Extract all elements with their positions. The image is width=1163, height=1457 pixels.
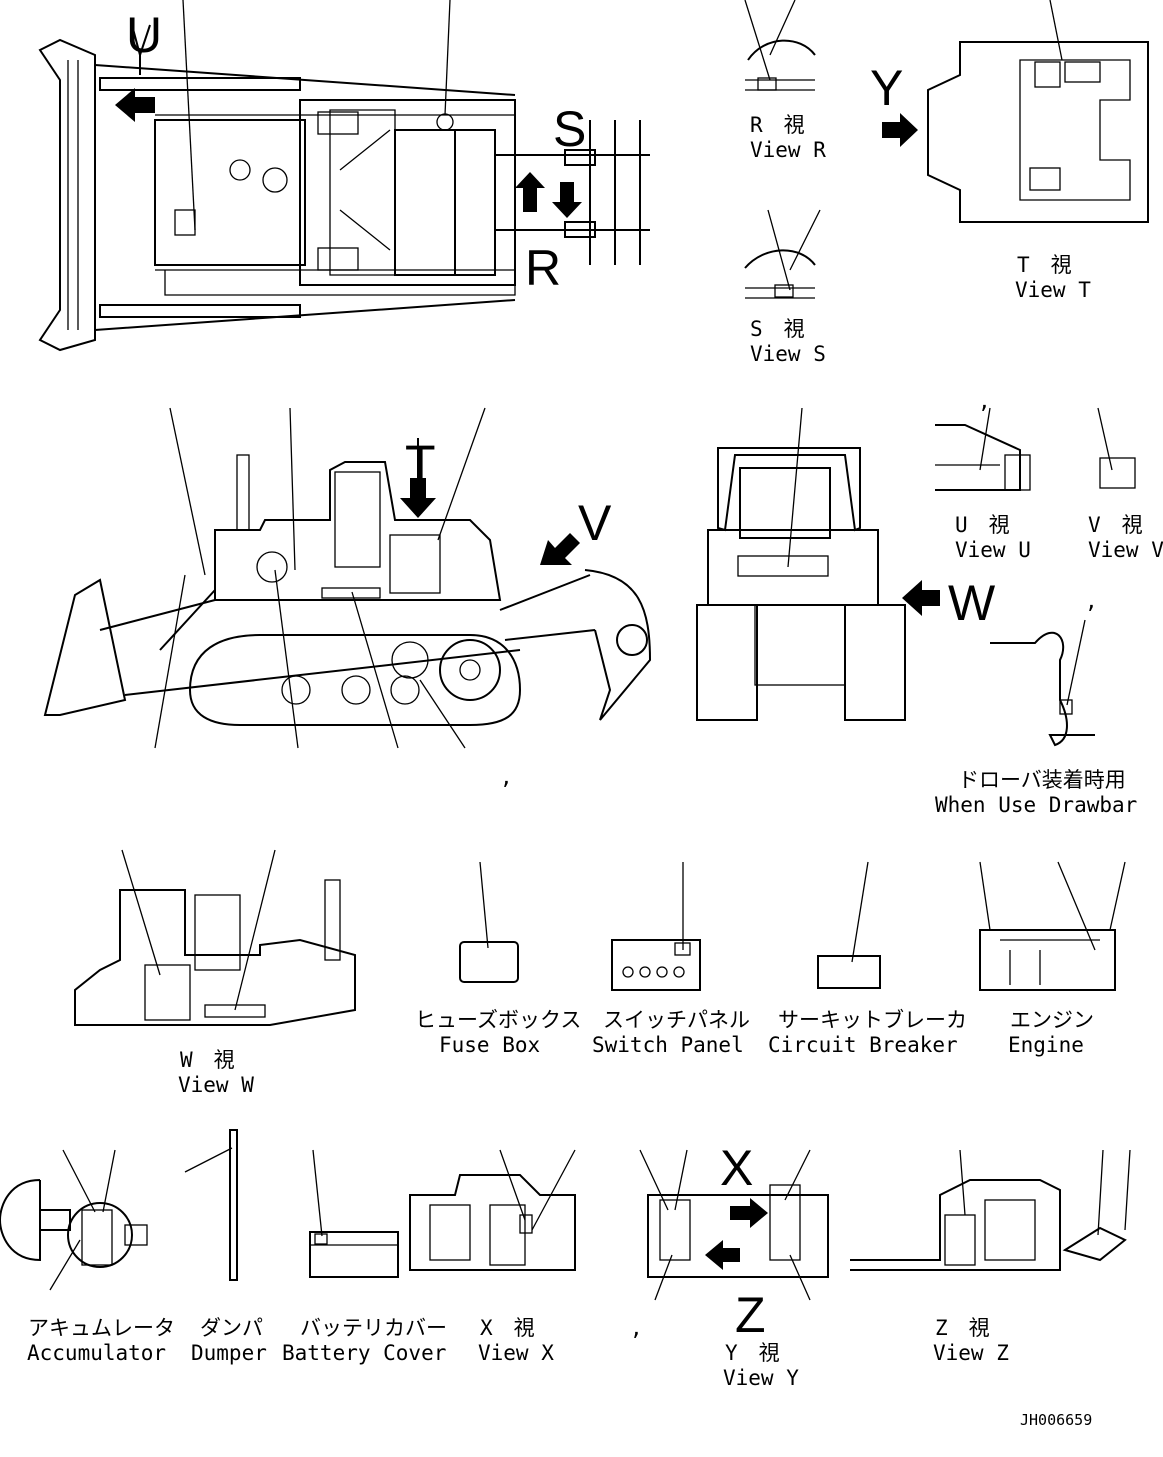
view-letter-s: S bbox=[553, 101, 586, 157]
view-letter-t: T bbox=[405, 435, 436, 491]
view-r-en: View R bbox=[750, 138, 826, 162]
view-y-jp: Y 視 bbox=[725, 1341, 780, 1365]
view-r-jp: R 視 bbox=[750, 113, 805, 137]
drawbar-detail: , ドローバ装着時用 When Use Drawbar bbox=[935, 589, 1137, 817]
comma-mark-row2: , bbox=[630, 1316, 643, 1340]
fuse-box-detail: ヒューズボックス Fuse Box bbox=[415, 861, 581, 1057]
circuit-breaker-en: Circuit Breaker bbox=[768, 1033, 958, 1057]
comma-mark-side: , bbox=[500, 765, 513, 789]
view-letter-x: X bbox=[720, 1140, 753, 1196]
view-s-en: View S bbox=[750, 342, 826, 366]
battery-cover-jp: バッテリカバー bbox=[300, 1316, 447, 1340]
view-letter-u-top: U bbox=[126, 7, 162, 63]
engine-jp: エンジン bbox=[1010, 1008, 1094, 1032]
engine-detail: エンジン Engine bbox=[979, 861, 1126, 1057]
drawbar-label-jp: ドローバ装着時用 bbox=[958, 768, 1126, 792]
dumper-jp: ダンパ bbox=[200, 1316, 263, 1340]
rear-view: W bbox=[696, 407, 996, 721]
view-z-jp: Z 視 bbox=[935, 1316, 990, 1340]
view-x-detail: X 視 View X bbox=[409, 1149, 576, 1365]
top-plan-view: U S R bbox=[38, 0, 650, 352]
view-z-detail: Z 視 View Z bbox=[850, 1149, 1131, 1365]
view-t-detail: Y T 視 View T bbox=[870, 0, 1149, 302]
circuit-breaker-jp: サーキットブレーカ bbox=[778, 1008, 967, 1032]
view-v-en: View V bbox=[1088, 538, 1163, 562]
view-w-detail: W 視 View W bbox=[74, 849, 356, 1097]
battery-cover-detail: バッテリカバー Battery Cover bbox=[282, 1149, 447, 1365]
view-letter-y-top: Y bbox=[870, 60, 903, 116]
comma-mark-drawbar: , bbox=[1085, 589, 1098, 613]
view-t-jp: T 視 bbox=[1017, 253, 1072, 277]
view-v-jp: V 視 bbox=[1088, 513, 1143, 537]
circuit-breaker-detail: サーキットブレーカ Circuit Breaker bbox=[768, 861, 967, 1057]
accumulator-en: Accumulator bbox=[27, 1341, 166, 1365]
accumulator-jp: アキュムレータ bbox=[28, 1316, 175, 1340]
view-s-jp: S 視 bbox=[750, 317, 805, 341]
switch-panel-en: Switch Panel bbox=[592, 1033, 744, 1057]
view-u-en: View U bbox=[955, 538, 1031, 562]
view-letter-w: W bbox=[948, 575, 996, 631]
view-x-jp: X 視 bbox=[480, 1316, 535, 1340]
view-s-detail: S 視 View S bbox=[744, 209, 826, 366]
dumper-en: Dumper bbox=[191, 1341, 267, 1365]
drawing-number: JH006659 bbox=[1020, 1411, 1092, 1429]
view-z-en: View Z bbox=[933, 1341, 1009, 1365]
accumulator-detail: アキュムレータ Accumulator bbox=[0, 1149, 175, 1365]
engine-en: Engine bbox=[1008, 1033, 1084, 1057]
fuse-box-en: Fuse Box bbox=[439, 1033, 540, 1057]
view-letter-r: R bbox=[525, 240, 561, 296]
view-letter-v: V bbox=[578, 495, 612, 551]
battery-cover-en: Battery Cover bbox=[282, 1341, 446, 1365]
view-y-detail: X Z Y 視 View Y bbox=[639, 1140, 829, 1390]
view-w-en: View W bbox=[178, 1073, 254, 1097]
fuse-box-jp: ヒューズボックス bbox=[415, 1008, 581, 1032]
dumper-detail: ダンパ Dumper bbox=[184, 1129, 267, 1365]
switch-panel-detail: スイッチパネル Switch Panel bbox=[592, 862, 750, 1057]
view-v-detail: V 視 View V bbox=[1088, 407, 1163, 562]
view-w-jp: W 視 bbox=[180, 1048, 235, 1072]
view-t-en: View T bbox=[1015, 278, 1091, 302]
side-view: T V , bbox=[43, 407, 652, 789]
comma-mark-u: , bbox=[978, 389, 991, 413]
switch-panel-jp: スイッチパネル bbox=[603, 1008, 750, 1032]
view-r-detail: R 視 View R bbox=[744, 0, 826, 162]
view-u-jp: U 視 bbox=[955, 513, 1010, 537]
view-u-detail: , U 視 View U bbox=[935, 389, 1031, 562]
view-y-en: View Y bbox=[723, 1366, 799, 1390]
view-x-en: View X bbox=[478, 1341, 554, 1365]
drawbar-label-en: When Use Drawbar bbox=[935, 793, 1137, 817]
view-letter-z: Z bbox=[735, 1287, 766, 1343]
